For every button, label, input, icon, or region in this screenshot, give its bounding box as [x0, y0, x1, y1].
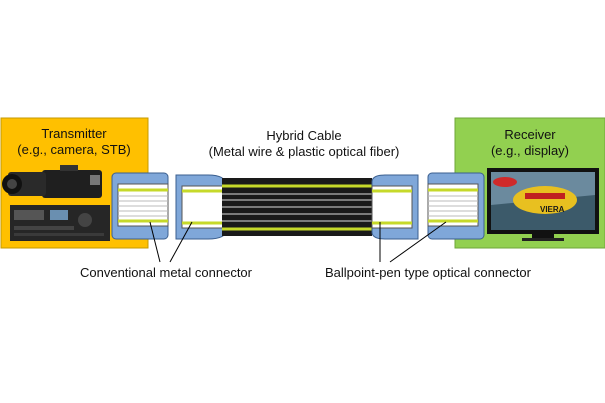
cable-right-optical-plug [371, 174, 419, 240]
metal-connector-label: Conventional metal connector [80, 265, 252, 280]
transmitter-title-line1: Transmitter [41, 126, 107, 141]
tv-screen-text: VIERA [540, 205, 565, 214]
receiver-title: Receiver (e.g., display) [455, 127, 605, 159]
cable-title: Hybrid Cable (Metal wire & plastic optic… [195, 128, 413, 160]
receiver-title-line1: Receiver [504, 127, 556, 142]
receiver-optical-connector [427, 172, 485, 240]
tv-display: VIERA [487, 168, 599, 241]
cable-left-metal-plug [175, 174, 227, 240]
transmitter-title: Transmitter (e.g., camera, STB) [0, 126, 148, 158]
receiver-title-line2: (e.g., display) [490, 143, 570, 158]
optical-connector-label: Ballpoint-pen type optical connector [325, 265, 531, 280]
stb-device [10, 205, 110, 241]
camera-device [2, 165, 102, 198]
transmitter-metal-connector [111, 172, 169, 240]
cable-title-line2: (Metal wire & plastic optical fiber) [208, 144, 400, 159]
cable-title-line1: Hybrid Cable [266, 128, 342, 143]
transmitter-title-line2: (e.g., camera, STB) [17, 142, 131, 157]
hybrid-cable-body [222, 178, 372, 236]
leader-lines [149, 221, 447, 263]
